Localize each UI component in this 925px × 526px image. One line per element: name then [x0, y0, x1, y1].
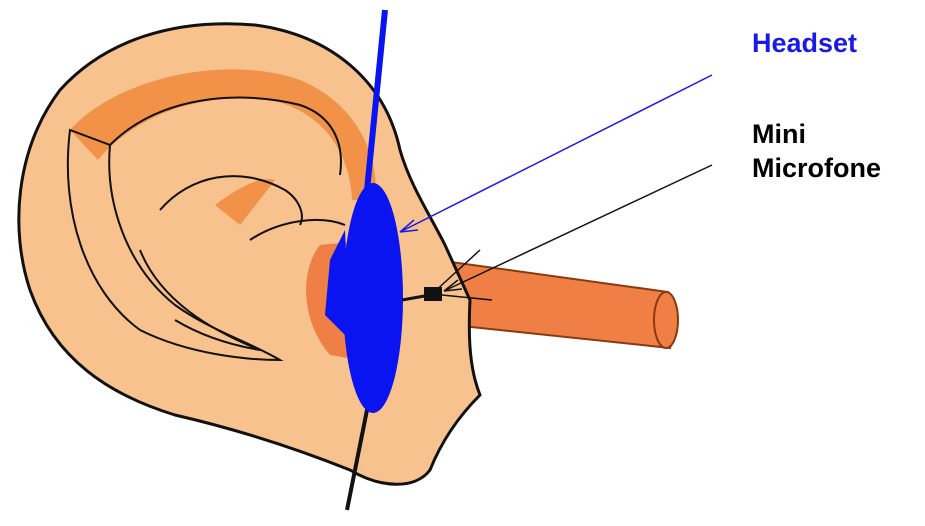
mic-pointer — [444, 165, 712, 291]
headset-label: Headset — [752, 26, 857, 60]
headset-pointer — [400, 75, 712, 232]
mini-microphone-label: Mini Microfone — [752, 117, 881, 185]
mic-label-line1: Mini — [752, 117, 881, 151]
outer-ear — [19, 24, 480, 485]
mic-label-line2: Microfone — [752, 151, 881, 185]
